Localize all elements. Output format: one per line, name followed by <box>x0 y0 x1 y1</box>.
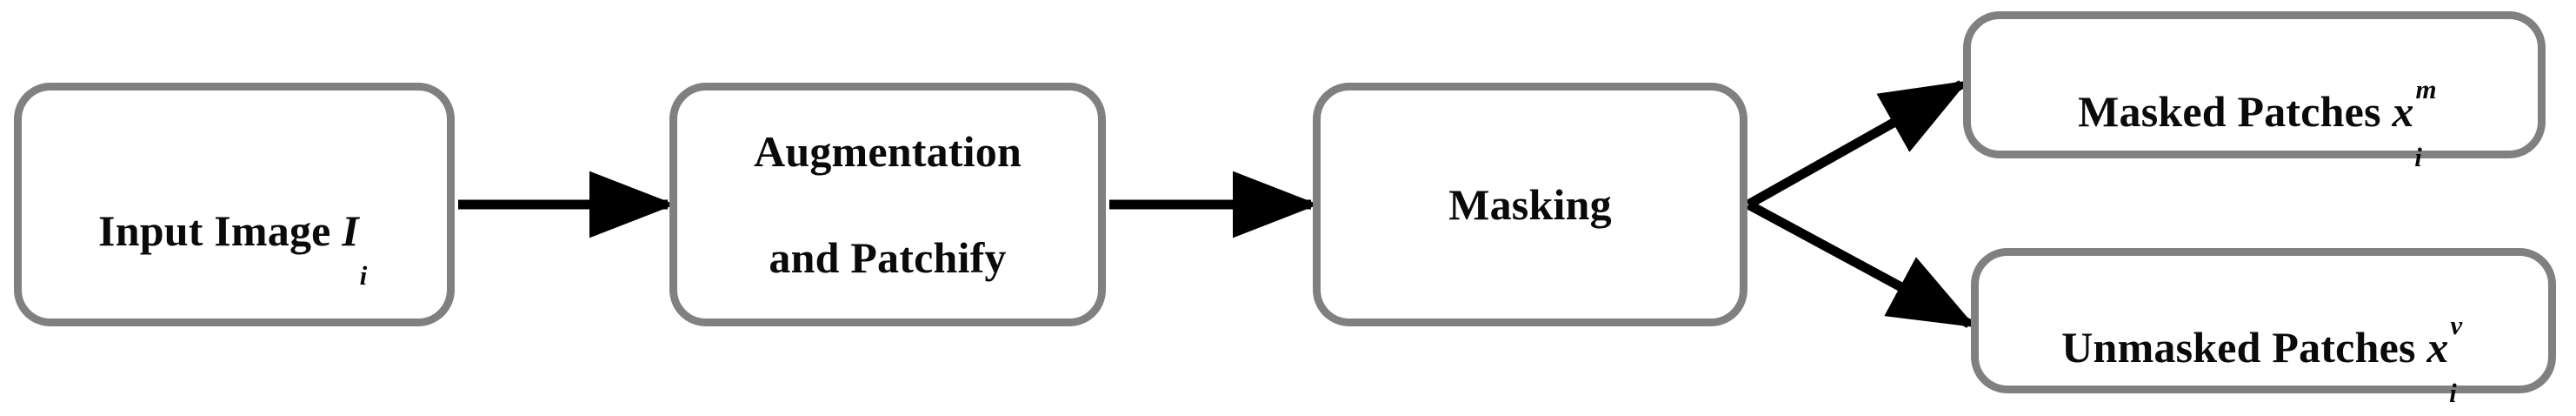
node-augmentation-line-1: Augmentation <box>754 126 1022 176</box>
node-unmasked-patches[interactable]: Unmasked Patches x v i <box>1971 248 2556 409</box>
arrow-masking-to-masked-patches <box>1746 80 1968 209</box>
node-input-image-variable: I <box>342 206 359 255</box>
node-masking-label: Masking <box>1448 179 1612 229</box>
node-input-image-text: Input Image <box>98 206 331 255</box>
arrow-masking-to-unmasked-patches <box>1746 200 1976 328</box>
node-unmasked-patches-label: Unmasked Patches x v i <box>2061 310 2463 409</box>
node-masking[interactable]: Masking <box>1313 83 1747 326</box>
node-augmentation-and-patchify-label: Augmentation and Patchify <box>754 72 1022 338</box>
node-unmasked-patches-variable: x <box>2426 322 2449 372</box>
node-augmentation-and-patchify[interactable]: Augmentation and Patchify <box>669 83 1106 326</box>
node-masked-patches-variable: x <box>2392 86 2414 136</box>
node-masked-patches[interactable]: Masked Patches x m i <box>1963 11 2546 173</box>
node-masked-patches-text: Masked Patches <box>2078 86 2381 136</box>
node-unmasked-patches-text: Unmasked Patches <box>2061 322 2416 372</box>
node-augmentation-line-2: and Patchify <box>769 232 1007 282</box>
node-masked-patches-label: Masked Patches x m i <box>2078 74 2437 173</box>
